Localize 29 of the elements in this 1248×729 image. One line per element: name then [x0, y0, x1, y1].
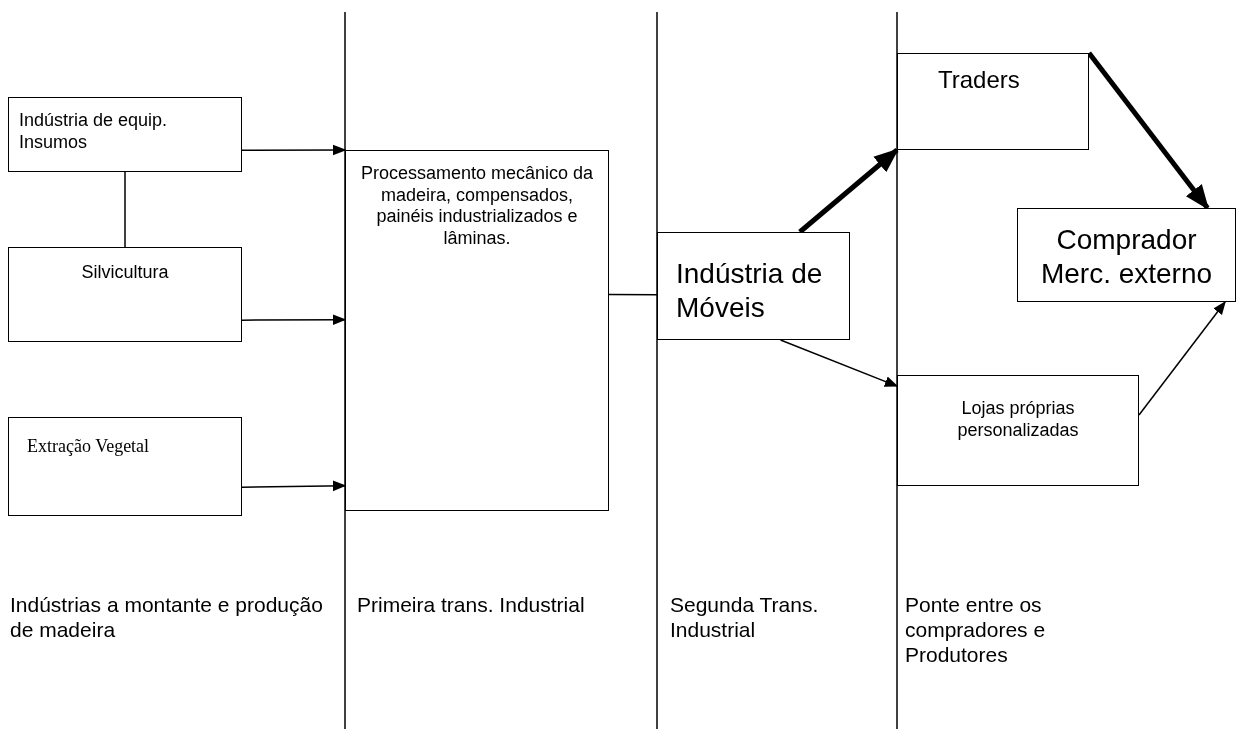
box-label: Processamento mecânico da madeira, compensados, painéis industrializados e lâminas. — [360, 163, 594, 250]
process-box — [8, 247, 242, 342]
process-box — [657, 232, 850, 340]
box-label: Indústria de Móveis — [676, 257, 824, 325]
process-box — [8, 97, 242, 172]
box-label: Silvicultura — [80, 262, 170, 284]
arrow — [798, 148, 899, 234]
box-label: Indústria de equip. Insumos — [19, 110, 169, 154]
connector-line — [608, 293, 658, 296]
process-box — [897, 375, 1139, 486]
column-caption: Segunda Trans. Industrial — [670, 592, 820, 643]
connector-line — [124, 171, 126, 248]
arrow — [241, 144, 347, 156]
process-box — [1017, 208, 1236, 302]
arrow — [1138, 300, 1226, 416]
box-label: Extração Vegetal — [27, 436, 151, 458]
arrow — [241, 314, 347, 326]
process-box — [897, 53, 1089, 150]
column-caption: Primeira trans. Industrial — [357, 592, 586, 618]
process-box — [345, 150, 609, 511]
arrow — [241, 480, 347, 492]
box-label: Lojas próprias personalizadas — [956, 398, 1080, 442]
arrow — [1087, 51, 1210, 210]
box-label: Traders — [938, 66, 1021, 95]
arrow — [779, 339, 899, 387]
column-caption: Indústrias a montante e produção de madeira — [10, 592, 324, 643]
column-caption: Ponte entre os compradores e Produtores — [905, 592, 1047, 668]
process-box — [8, 417, 242, 516]
box-label: Comprador Merc. externo — [1039, 223, 1214, 291]
